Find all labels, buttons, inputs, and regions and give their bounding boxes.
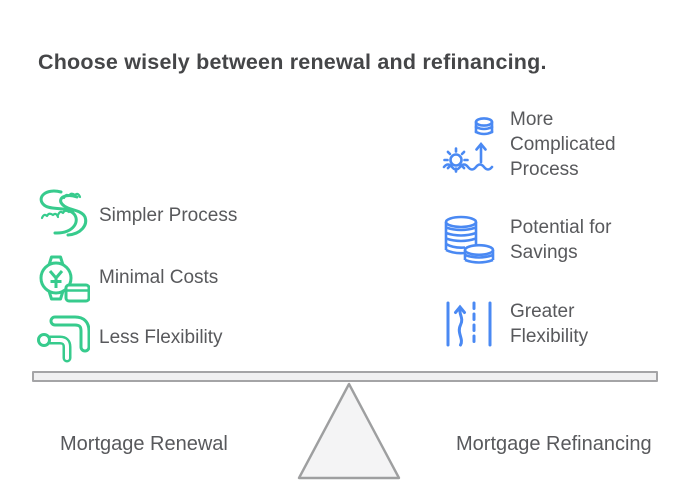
item-label: Simpler Process bbox=[99, 204, 238, 226]
watch-and-money-icon bbox=[34, 248, 90, 306]
coin-stacks-icon bbox=[440, 208, 498, 272]
item-label: Less Flexibility bbox=[99, 326, 223, 348]
list-item-greater-flexibility: Greater Flexibility bbox=[440, 296, 638, 352]
page-title: Choose wisely between renewal and refina… bbox=[38, 50, 547, 74]
list-item-simpler-process: Simpler Process bbox=[34, 186, 237, 244]
list-item-potential-for-savings: Potential for Savings bbox=[440, 212, 638, 268]
item-label: Minimal Costs bbox=[99, 266, 219, 288]
list-item-minimal-costs: Minimal Costs bbox=[34, 248, 218, 306]
winding-river-icon bbox=[34, 186, 90, 244]
gear-waves-coins-icon bbox=[440, 112, 498, 176]
item-label: Potential for Savings bbox=[510, 217, 612, 263]
lane-change-arrow-icon bbox=[440, 292, 498, 356]
mortgage-refinancing-label: Mortgage Refinancing bbox=[456, 433, 652, 455]
item-label: Greater Flexibility bbox=[510, 301, 589, 347]
item-label: More Complicated Process bbox=[510, 108, 616, 180]
mortgage-renewal-label: Mortgage Renewal bbox=[60, 433, 228, 455]
seesaw-beam bbox=[32, 371, 658, 382]
bent-pipes-icon bbox=[34, 308, 90, 366]
list-item-more-complicated-process: More Complicated Process bbox=[440, 106, 638, 182]
fulcrum-triangle bbox=[295, 381, 403, 482]
list-item-less-flexibility: Less Flexibility bbox=[34, 308, 223, 366]
